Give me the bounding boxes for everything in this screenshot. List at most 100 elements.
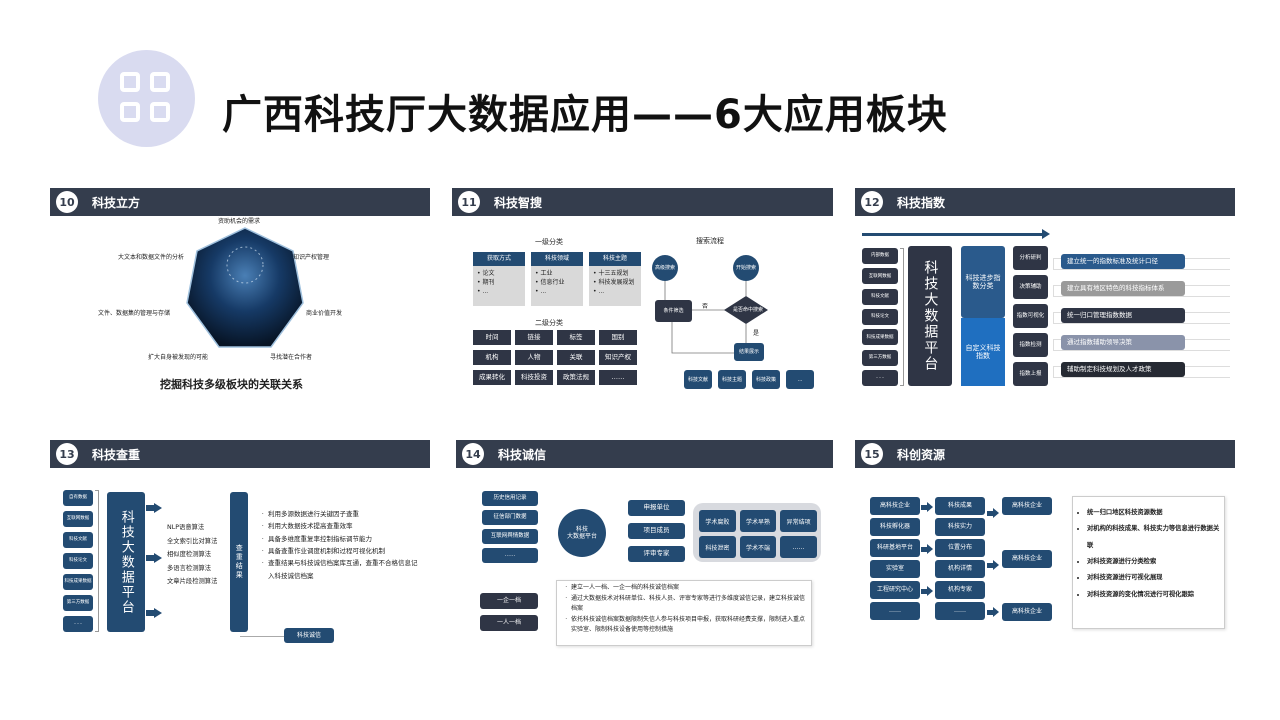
tag-button[interactable]: 关联 [557,350,595,365]
source-box: 互联网舆情数据 [482,529,538,544]
result-node: 结果展示 [734,343,764,361]
category-item: 期刊 [477,278,521,287]
source-box: 互联网数据 [862,268,898,285]
tag-button[interactable]: …… [599,370,637,385]
resource-attr-box: …… [935,602,985,620]
function-box: 指数可视化 [1013,304,1048,328]
tag-button[interactable]: 链接 [515,330,553,345]
enterprise-box: 高科技企业 [1002,550,1052,568]
start-search-node: 开始搜索 [733,255,759,281]
arrow [987,511,993,516]
arrow-head-icon [993,560,999,570]
tag-button[interactable]: 国别 [599,330,637,345]
arrow-head-icon [154,553,162,563]
target-box: 评审专家 [628,546,685,562]
tag-button[interactable]: 知识产权 [599,350,637,365]
arrow-head-icon [154,608,162,618]
target-box: 项目成员 [628,523,685,539]
resource-type-box: 工程研究中心 [870,581,920,599]
arrow [921,505,927,510]
tag-button[interactable]: 人物 [515,350,553,365]
integrity-card: 建立一人一档、一企一档的科技诚信档案通过大数据技术对科研单位、科技人员、评审专家… [556,580,812,646]
panel-header-13: 13 科技查重 [50,440,430,468]
panel-header-10: 10 科技立方 [50,188,430,216]
grid-icon [98,50,195,147]
feature-bullet: 利用大数据技术提高查重效率 [268,520,418,532]
category-item: 科技发展规划 [593,278,637,287]
integrity-bullet: 通过大数据技术对科研单位、科技人员、评审专家等进行多维度诚信记录，建立科技诚信档… [571,594,807,615]
arrow-head-icon [927,502,933,512]
output-node: 科技主题 [718,370,746,389]
resource-type-box: 科研基地平台 [870,539,920,557]
tag-button[interactable]: 政策法规 [557,370,595,385]
resource-bullet: 对机构的科技成果、科技实力等信息进行数据关联 [1087,521,1220,554]
category-item: 十三五规划 [593,269,637,278]
resource-attr-box: 机构专家 [935,581,985,599]
source-box: 科技论文 [862,308,898,325]
integrity-bullet: 建立一人一档、一企一档的科技诚信档案 [571,583,807,594]
issue-box: 科技泄密 [699,536,736,558]
algorithm-label: 全文索引比对算法 [167,537,218,545]
resource-attr-box: 科技成果 [935,497,985,515]
cube-label: 寻找潜在合作者 [270,354,313,361]
source-box: 征信部门数据 [482,510,538,525]
bracket [95,490,99,632]
resource-type-box: 高科技企业 [870,497,920,515]
issue-box: 学术早熟 [739,510,777,532]
platform-box: 科技大数据平台 [107,492,145,632]
tag-button[interactable]: 机构 [473,350,511,365]
panel-number: 15 [861,443,883,465]
integrity-bullet: 依托科技诚信档案数据限制失信人参与科技项目申报，获取科研经费支撑，限制进入重点实… [571,615,807,636]
tag-button[interactable]: 成果转化 [473,370,511,385]
filter-node: 条件筛选 [655,300,692,322]
issue-box: 学术不端 [739,536,777,558]
resource-bullet: 统一归口地区科技资源数据 [1087,505,1220,521]
issue-box: 学术腐败 [699,510,736,532]
cube-label: 大文本和数据文件的分析 [118,254,185,261]
tag-button[interactable]: 标签 [557,330,595,345]
panel-number: 14 [462,443,484,465]
heptagon-brain-image [186,227,304,348]
enterprise-box: 高科技企业 [1002,603,1052,621]
resource-type-box: …… [870,602,920,620]
panel-number: 10 [56,191,78,213]
panel-title: 科技查重 [92,447,141,462]
arrow [921,547,927,552]
tag-button[interactable]: 科技投资 [515,370,553,385]
integrity-link-button[interactable]: 科技诚信 [284,628,334,643]
source-box: 内部数据 [862,248,898,264]
category-item: 工业 [535,269,579,278]
level1-heading: 一级分类 [535,238,563,246]
goal-bar: 通过指数辅助领导决策 [1061,335,1185,350]
yes-label: 是 [753,330,760,337]
algorithm-label: NLP语意算法 [167,524,205,531]
arrow [146,610,154,616]
panel-title: 科技立方 [92,195,141,210]
goal-bar: 建立具有地区特色的科技指标体系 [1061,281,1185,296]
panel-number: 13 [56,443,78,465]
arrow-head-icon [927,544,933,554]
arrow [987,610,993,615]
source-box: 科技文献 [862,288,898,305]
source-box: …… [862,369,898,386]
arrow [987,563,993,568]
platform-box: 科技大数据平台 [908,246,952,386]
tag-button[interactable]: 时间 [473,330,511,345]
resource-card: 统一归口地区科技资源数据对机构的科技成果、科技实力等信息进行数据关联对科技资源进… [1072,496,1225,629]
arrow-head-icon [927,586,933,596]
flow-connectors [664,280,768,354]
source-box: 科技成果数据 [862,329,898,346]
category-list: 工业信息行业... [531,266,583,306]
platform-circle: 科技 大数据平台 [558,509,606,557]
category-header: 科技主题 [589,252,641,266]
resource-type-box: 实验室 [870,560,920,578]
category-item: ... [477,287,521,296]
category-header: 科技领域 [531,252,583,266]
result-box: 查重结果 [230,492,248,632]
feature-bullet: 具备查重作业调度机制和过程可视化机制 [268,545,418,557]
output-node: 科技政策 [752,370,780,389]
resource-bullet: 对科技资源进行可视化展现 [1087,570,1220,586]
category-header: 获取方式 [473,252,525,266]
function-box: 决策辅助 [1013,275,1048,299]
